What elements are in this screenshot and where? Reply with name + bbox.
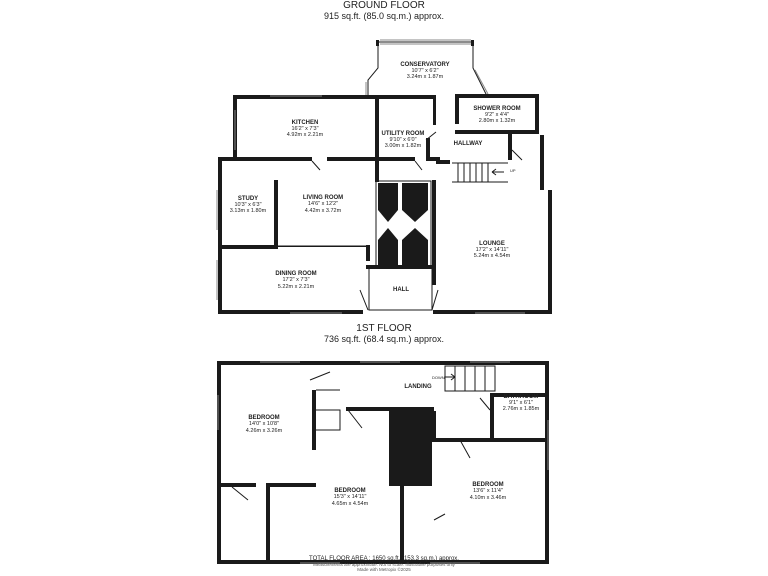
utility-room-imperial: 9'10" x 6'0"	[389, 137, 416, 143]
room-label-lounge: LOUNGE 17'2" x 14'11" 5.24m x 4.54m	[474, 241, 511, 259]
dining-room-imperial: 17'2" x 7'3"	[282, 277, 309, 283]
room-label-living-room: LIVING ROOM 14'6" x 12'2" 4.42m x 3.72m	[303, 195, 343, 214]
living-room-name: LIVING ROOM	[303, 195, 343, 201]
living-room-imperial: 14'6" x 12'2"	[308, 201, 338, 207]
ground-floor-title: GROUND FLOOR	[343, 0, 425, 11]
bedroom-left-imperial: 14'0" x 10'8"	[249, 421, 279, 427]
bedroom-right-imperial: 13'6" x 11'4"	[473, 488, 503, 494]
conservatory-imperial: 10'7" x 6'2"	[411, 68, 438, 74]
dining-room-name: DINING ROOM	[275, 271, 316, 277]
room-label-shower-room: SHOWER ROOM 9'2" x 4'4" 2.80m x 1.32m	[473, 106, 520, 124]
footer: TOTAL FLOOR AREA : 1650 sq.ft. (153.3 sq…	[0, 556, 768, 572]
room-label-study: STUDY 10'3" x 6'3" 3.13m x 1.80m	[230, 196, 267, 214]
kitchen-metric: 4.92m x 2.21m	[287, 132, 324, 138]
first-floor-area: 736 sq.ft. (68.4 sq.m.) approx.	[323, 334, 445, 344]
stair-down-label: DOWN	[432, 375, 445, 380]
room-label-bathroom: BATHROOM 9'1" x 6'1" 2.76m x 1.85m	[503, 394, 540, 412]
ground-floor-area: 915 sq.ft. (85.0 sq.m.) approx.	[323, 11, 445, 21]
hall-label: HALL	[393, 287, 409, 293]
dining-room-metric: 5.22m x 2.21m	[278, 284, 315, 290]
landing-label: LANDING	[404, 384, 432, 390]
bathroom-metric: 2.76m x 1.85m	[503, 406, 540, 412]
study-metric: 3.13m x 1.80m	[230, 208, 267, 214]
disclaimer: Measurements are approximate. Not to sca…	[313, 562, 455, 567]
living-room-metric: 4.42m x 3.72m	[305, 208, 342, 214]
room-label-kitchen: KITCHEN 16'2" x 7'3" 4.92m x 2.21m	[287, 120, 324, 138]
utility-room-name: UTILITY ROOM	[382, 131, 425, 137]
lounge-imperial: 17'2" x 14'11"	[476, 247, 509, 253]
stair-up-arrow-icon	[491, 168, 504, 176]
first-floor-header: 1ST FLOOR 736 sq.ft. (68.4 sq.m.) approx…	[0, 323, 768, 345]
total-floor-area: TOTAL FLOOR AREA : 1650 sq.ft. (153.3 sq…	[309, 556, 459, 562]
bedroom-left-metric: 4.26m x 3.26m	[246, 428, 283, 434]
lounge-metric: 5.24m x 4.54m	[474, 253, 511, 259]
bedroom-right-name: BEDROOM	[472, 482, 503, 488]
bathroom-name: BATHROOM	[504, 394, 539, 400]
utility-room-metric: 3.00m x 1.82m	[385, 143, 422, 149]
study-imperial: 10'3" x 6'3"	[234, 202, 261, 208]
bedroom-middle-name: BEDROOM	[334, 488, 365, 494]
bedroom-left-name: BEDROOM	[248, 415, 279, 421]
first-floor-title: 1ST FLOOR	[356, 323, 412, 334]
room-label-bedroom-middle: BEDROOM 15'3" x 14'11" 4.65m x 4.54m	[332, 488, 369, 507]
stair-up-label: UP	[510, 168, 516, 173]
room-label-bedroom-right: BEDROOM 13'6" x 11'4" 4.10m x 3.46m	[470, 482, 507, 501]
ground-floor-header: GROUND FLOOR 915 sq.ft. (85.0 sq.m.) app…	[0, 0, 768, 22]
stair-down-arrow-icon	[445, 373, 456, 381]
bedroom-middle-metric: 4.65m x 4.54m	[332, 501, 369, 507]
room-label-dining-room: DINING ROOM 17'2" x 7'3" 5.22m x 2.21m	[275, 271, 316, 290]
shower-room-name: SHOWER ROOM	[473, 106, 520, 112]
kitchen-name: KITCHEN	[292, 120, 319, 126]
conservatory-name: CONSERVATORY	[400, 62, 449, 68]
bedroom-right-metric: 4.10m x 3.46m	[470, 495, 507, 501]
shower-room-metric: 2.80m x 1.32m	[479, 118, 516, 124]
bathroom-imperial: 9'1" x 6'1"	[509, 400, 533, 406]
ground-floor-plan	[216, 39, 552, 314]
room-label-conservatory: CONSERVATORY 10'7" x 6'2" 3.24m x 1.87m	[400, 62, 449, 80]
bedroom-middle-imperial: 15'3" x 14'11"	[334, 494, 367, 500]
room-label-bedroom-left: BEDROOM 14'0" x 10'8" 4.26m x 3.26m	[246, 415, 283, 434]
room-label-utility-room: UTILITY ROOM 9'10" x 6'0" 3.00m x 1.82m	[382, 131, 425, 149]
kitchen-imperial: 16'2" x 7'3"	[291, 126, 318, 132]
conservatory-metric: 3.24m x 1.87m	[407, 74, 444, 80]
lounge-name: LOUNGE	[479, 241, 505, 247]
hallway-label: HALLWAY	[454, 141, 483, 147]
credit: Made with Metropix ©2025	[357, 567, 411, 572]
shower-room-imperial: 9'2" x 4'4"	[485, 112, 509, 118]
study-name: STUDY	[238, 196, 258, 202]
first-floor-plan	[217, 361, 549, 564]
